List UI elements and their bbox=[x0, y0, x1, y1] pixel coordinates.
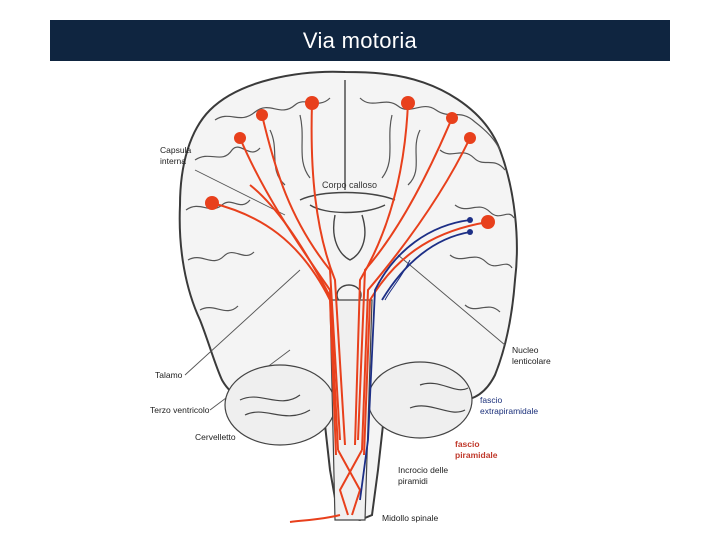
svg-text:Nucleo: Nucleo bbox=[512, 345, 539, 355]
svg-text:Capsula: Capsula bbox=[160, 145, 191, 155]
label-terzo-ventricolo: Terzo ventricolo bbox=[150, 405, 210, 415]
label-fascio-piramidale: fascio piramidale bbox=[455, 439, 498, 460]
label-cervelletto: Cervelletto bbox=[195, 432, 236, 442]
label-corpo-calloso: Corpo calloso bbox=[322, 180, 377, 190]
svg-text:extrapiramidale: extrapiramidale bbox=[480, 406, 538, 416]
svg-text:piramidale: piramidale bbox=[455, 450, 498, 460]
svg-text:interna: interna bbox=[160, 156, 186, 166]
extrapyramidal-tract bbox=[359, 219, 471, 501]
pyramidal-tract bbox=[211, 102, 489, 523]
svg-text:Incrocio delle: Incrocio delle bbox=[398, 465, 448, 475]
label-nucleo-lenticolare: Nucleo lenticolare bbox=[512, 345, 551, 366]
extrapyramidal-neurons bbox=[467, 217, 473, 235]
svg-text:fascio: fascio bbox=[480, 395, 502, 405]
cerebellum bbox=[224, 361, 473, 446]
svg-text:lenticolare: lenticolare bbox=[512, 356, 551, 366]
svg-text:piramidi: piramidi bbox=[398, 476, 428, 486]
midline-structures bbox=[299, 80, 396, 306]
pyramidal-neurons bbox=[205, 96, 495, 229]
label-incrocio-piramidi: Incrocio delle piramidi bbox=[398, 465, 448, 486]
svg-text:fascio: fascio bbox=[455, 439, 480, 449]
slide-title: Via motoria bbox=[302, 27, 418, 53]
label-talamo: Talamo bbox=[155, 370, 183, 380]
slide-title-bar: Via motoria bbox=[50, 20, 670, 61]
label-fascio-extrapiramidale: fascio extrapiramidale bbox=[480, 395, 538, 416]
label-midollo-spinale: Midollo spinale bbox=[382, 513, 438, 523]
label-capsula-interna: Capsula interna bbox=[160, 145, 191, 166]
section-lines bbox=[184, 169, 506, 411]
